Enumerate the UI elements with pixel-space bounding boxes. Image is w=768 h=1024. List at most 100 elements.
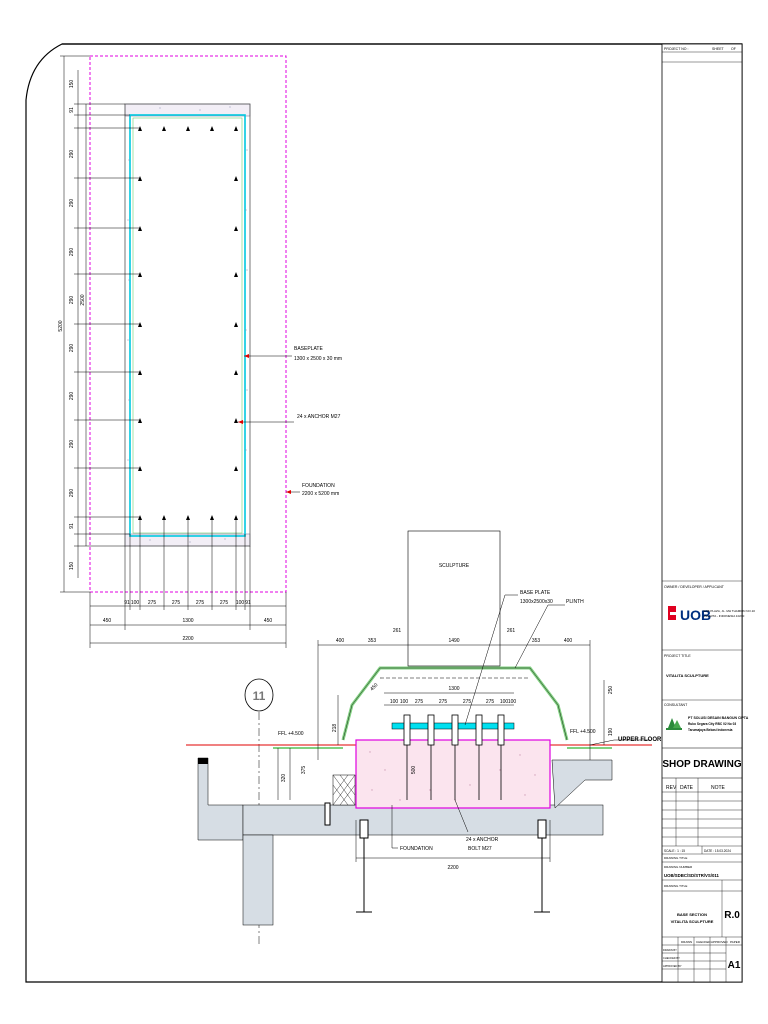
dim-sec-plate-1: 100 [400, 699, 409, 705]
plan-bottom-dimensions: 91 100 275 275 275 275 100 91 450 1300 4… [103, 600, 273, 642]
project-title: VITALITA SCULPTURE [666, 673, 709, 678]
drawing-title-2: VITALITA SCULPTURE [671, 919, 714, 924]
anchor-bolt-icon [138, 176, 142, 181]
anchor-bolt-icon [234, 272, 238, 277]
scale-value: SCALE : 1 : 15 [664, 849, 685, 853]
dim-sec-375: 375 [301, 766, 307, 775]
plinth-label: PLINTH [566, 599, 584, 605]
dim-sec-450: 450 [369, 682, 379, 692]
anchor-bolt-icon [138, 418, 142, 423]
anchor-bolts-section [403, 714, 505, 800]
base-plate-label: BASE PLATE [520, 590, 551, 596]
rev-header: REV [666, 785, 677, 791]
anchor-bolt-icon [138, 370, 142, 375]
wall-stub [198, 758, 208, 764]
of-label: OF [731, 47, 736, 51]
uob-logo-icon: UOB [668, 606, 711, 623]
anchor-bolt-icon [234, 226, 238, 231]
dim-sec-top-0: 400 [336, 638, 345, 644]
project-no-label: PROJECT NO : [664, 47, 688, 51]
anchor-bolt-icon [234, 466, 238, 471]
dim-left-8: 290 [69, 440, 75, 449]
anchor-bolt-icon [234, 418, 238, 423]
foundation-label: FOUNDATION [400, 846, 433, 852]
plan-bottom-dimension-lines [89, 520, 287, 648]
anchor-bolt-icon [162, 126, 166, 131]
dim-right-pad: 450 [264, 618, 273, 624]
baseplate-inner-line [132, 117, 243, 534]
dim-total-outer: 5200 [58, 320, 64, 331]
anchor-bolt-icon [138, 322, 142, 327]
floor-slab [242, 804, 604, 836]
dim-total-inner: 2500 [80, 294, 86, 305]
dim-plate-width: 1300 [182, 618, 193, 624]
anchor-bolt-icon [210, 515, 214, 520]
sculpture-label: SCULPTURE [439, 563, 470, 569]
shop-drawing-title: SHOP DRAWING [662, 759, 741, 770]
callout-anchor: 24 x ANCHOR M27 [297, 414, 341, 420]
contractor-addr-1: Ruko Segara City RBC 02 No 03 [688, 722, 736, 726]
dim-sec-top-2: 261 [393, 628, 402, 634]
sculpture-body [407, 530, 501, 667]
anchor-bolt-icon [234, 515, 238, 520]
section-dimension-lines [277, 640, 605, 862]
anchor-bolt-icon [234, 176, 238, 181]
paper-size: A1 [728, 960, 741, 971]
dim-left-10: 91 [69, 523, 75, 529]
ffl-right-label: FFL +4.500 [570, 729, 596, 735]
dim-sec-top-1: 353 [368, 638, 377, 644]
dim-sec-plate-4: 275 [463, 699, 472, 705]
callout-foundation: FOUNDATION [302, 483, 335, 489]
dim-bottom-3: 275 [172, 600, 181, 606]
approved-header: APPROVED [711, 940, 729, 944]
anchor-bolt-icon [138, 272, 142, 277]
date-value: DATE : 15.03.2024 [704, 849, 731, 853]
dim-sec-plate-6: 100 [500, 699, 509, 705]
note-header: NOTE [711, 785, 726, 791]
dim-sec-plate-5: 275 [486, 699, 495, 705]
dim-sec-plate-total: 1300 [448, 686, 459, 692]
anchor-bolt-icon [186, 515, 190, 520]
drawing-title-1: BASE SECTION [677, 912, 707, 917]
dim-left-1: 91 [69, 107, 75, 113]
column-left [242, 834, 274, 926]
callout-baseplate-size: 1300 x 2500 x 30 mm [294, 356, 342, 362]
consultant-label: CONSULTANT [664, 703, 688, 707]
anchor-bolt-icon [234, 322, 238, 327]
ffl-left-label: FFL +4.500 [278, 731, 304, 737]
anchor-bolts-plan [138, 126, 238, 520]
dim-left-7: 290 [69, 392, 75, 401]
dim-sec-plate-3: 275 [439, 699, 448, 705]
revision-table [662, 778, 742, 847]
drawing-number-label: DRAWING NUMBER [664, 865, 693, 869]
dim-sec-500: 500 [411, 766, 417, 775]
dim-total-width: 2200 [182, 636, 193, 642]
checked-by: CHECKED BY [663, 956, 680, 960]
approved-by: APPROVED BY [663, 964, 682, 968]
dim-left-5: 290 [69, 296, 75, 305]
plinth-plan-outline [124, 103, 251, 547]
anchor-bolt-icon [186, 126, 190, 131]
dim-bottom-0: 91 [124, 600, 130, 606]
dim-left-9: 290 [69, 489, 75, 498]
anchor-label-2: BOLT M27 [468, 846, 492, 852]
base-plate-size: 1300x2500x30 [520, 599, 553, 605]
sheet-label: SHEET [712, 47, 725, 51]
baseplate-plan [129, 114, 246, 537]
anchor-bolt-icon [234, 126, 238, 131]
dim-sec-top-3: 1490 [448, 638, 459, 644]
dim-left-0: 150 [69, 80, 75, 89]
drawn-by: DRAWN BY [663, 948, 677, 952]
dim-bottom-6: 100 [236, 600, 245, 606]
anchor-bolt-icon [234, 370, 238, 375]
section-callouts [391, 594, 650, 849]
contractor-name: PT SOLUSI DESAIN BANGUN CIPTA [688, 716, 749, 720]
dim-sec-190: 190 [608, 728, 614, 737]
support-legs [324, 802, 550, 913]
dim-left-2: 290 [69, 150, 75, 159]
owner-label: OWNER / DEVELOPER / APPLICANT [664, 585, 725, 589]
dim-left-6: 290 [69, 344, 75, 353]
project-title-label: PROJECT TITLE [664, 654, 691, 658]
drawing-title-label: DRAWING TITLE [664, 884, 687, 888]
dim-sec-total: 2200 [447, 865, 458, 871]
